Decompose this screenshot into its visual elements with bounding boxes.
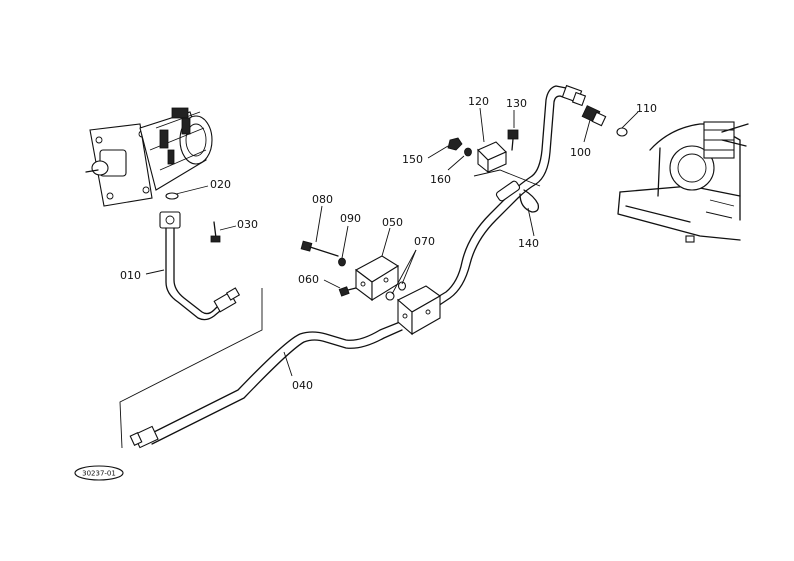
label-120: 120: [468, 95, 489, 108]
nut-150: [447, 137, 463, 151]
label-100: 100: [570, 146, 591, 159]
reference-code-badge: 30237-01: [74, 465, 124, 481]
seal-020: [165, 192, 179, 200]
label-130: 130: [506, 97, 527, 110]
label-150: 150: [402, 153, 423, 166]
clamp-050: [354, 255, 400, 302]
washer-160: [464, 147, 472, 157]
bolt-080: [300, 240, 339, 257]
label-090: 090: [340, 212, 361, 225]
assembly-outline: [119, 169, 541, 449]
pipe-010: [159, 211, 241, 321]
bolt-060: [338, 286, 357, 297]
washer-090: [338, 257, 346, 267]
label-070: 070: [414, 235, 435, 248]
bolt-030: [210, 221, 221, 243]
label-040: 040: [292, 379, 313, 392]
label-060: 060: [298, 273, 319, 286]
label-010: 010: [120, 269, 141, 282]
clip-140: [519, 189, 540, 213]
label-110: 110: [636, 102, 657, 115]
o-ring-110: [616, 127, 628, 137]
label-140: 140: [518, 237, 539, 250]
leader-lines: [145, 107, 639, 377]
label-160: 160: [430, 173, 451, 186]
fitting-100: [581, 105, 607, 127]
label-050: 050: [382, 216, 403, 229]
connector-block: [397, 285, 442, 336]
label-080: 080: [312, 193, 333, 206]
bracket-120: [477, 141, 507, 174]
label-030: 030: [237, 218, 258, 231]
reference-code: 30237-01: [82, 470, 116, 478]
label-020: 020: [210, 178, 231, 191]
transmission-housing: [617, 121, 749, 243]
callout-labels: 010 020 030 040 050 060 070 080 090 100 …: [120, 95, 657, 392]
bolt-130: [507, 129, 519, 151]
hydraulic-pump: [85, 107, 213, 207]
